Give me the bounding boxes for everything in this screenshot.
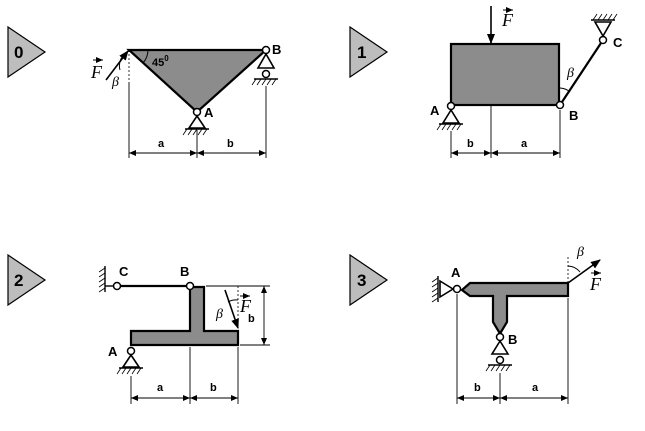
point-B-0: B bbox=[272, 42, 281, 57]
force-label-1: F bbox=[501, 10, 514, 30]
triangular-plate bbox=[126, 48, 269, 114]
dim-b-0: b bbox=[227, 138, 234, 150]
beta-label-1: β bbox=[566, 66, 574, 81]
angle-label: 450 bbox=[152, 54, 169, 69]
point-C-1: C bbox=[613, 35, 623, 50]
dim-b-2: b bbox=[210, 382, 217, 394]
beta-label-0: β bbox=[111, 75, 119, 90]
badge-3-label: 3 bbox=[357, 271, 366, 290]
badge-0 bbox=[7, 25, 47, 79]
badge-1 bbox=[349, 25, 389, 79]
dim-bv-2: b bbox=[248, 313, 255, 325]
dim-b-3: b bbox=[474, 382, 481, 394]
point-A-1: A bbox=[430, 103, 440, 118]
panel-1: 1 F C β B A bbox=[349, 6, 623, 158]
badge-3 bbox=[349, 253, 389, 307]
L-beam bbox=[129, 285, 240, 347]
force-label-2: F bbox=[239, 296, 252, 316]
beta-label-2: β bbox=[215, 307, 223, 322]
point-B-1: B bbox=[569, 108, 578, 123]
panel-2: 2 C B β F b bbox=[7, 253, 270, 404]
force-label-0: F bbox=[90, 62, 103, 82]
dim-a-3: a bbox=[532, 382, 539, 394]
beta-label-3: β bbox=[576, 245, 584, 260]
badge-0-label: 0 bbox=[14, 43, 23, 62]
T-beam bbox=[460, 281, 570, 334]
dim-b-1: b bbox=[467, 138, 474, 150]
rectangular-plate bbox=[449, 42, 561, 107]
force-label-3: F bbox=[589, 274, 602, 294]
badge-2 bbox=[7, 253, 47, 307]
dim-a-2: a bbox=[157, 382, 164, 394]
dim-a-1: a bbox=[521, 138, 528, 150]
point-C-2: C bbox=[119, 264, 129, 279]
panel-0: 0 450 F β B A bbox=[7, 25, 281, 158]
point-B-2: B bbox=[180, 264, 189, 279]
force-arrow-3 bbox=[567, 259, 601, 284]
point-A-3: A bbox=[451, 265, 461, 280]
dim-a-0: a bbox=[158, 138, 165, 150]
force-arrow-0 bbox=[105, 50, 129, 81]
point-B-3: B bbox=[508, 332, 517, 347]
point-A-2: A bbox=[108, 344, 118, 359]
force-arrow-2 bbox=[224, 289, 239, 329]
point-A-0: A bbox=[204, 105, 214, 120]
rod-BC bbox=[559, 39, 604, 106]
panel-3: 3 A B β F b bbox=[349, 245, 602, 404]
badge-1-label: 1 bbox=[357, 43, 366, 62]
badge-2-label: 2 bbox=[14, 271, 23, 290]
